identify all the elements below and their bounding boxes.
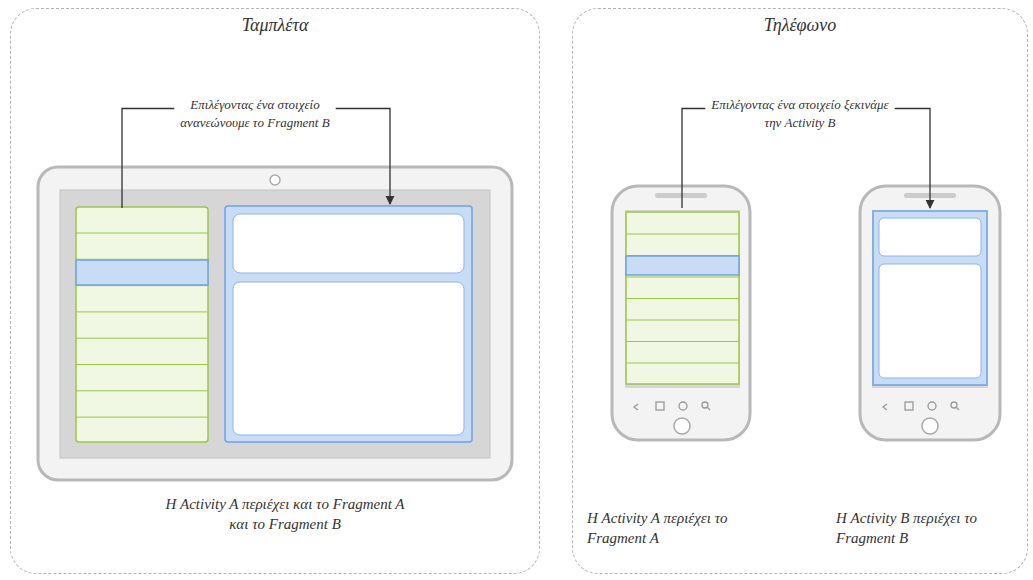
leader-line [682, 109, 705, 209]
leader-line [122, 109, 174, 209]
device-panel: Ταμπλέτα [10, 8, 540, 574]
phone-a [612, 186, 750, 440]
callout-note: Επιλέγοντας ένα στοιχείο ξεκινάμε την Ac… [705, 96, 895, 131]
callout-note: Επιλέγοντας ένα στοιχείο ανανεώνουμε το … [155, 96, 355, 131]
panel-title: Ταμπλέτα [11, 15, 539, 36]
device-panel: Τηλέφωνο [572, 8, 1028, 574]
tablet [38, 167, 512, 480]
fragment-a-list [76, 207, 208, 442]
caption: Η Activity B περιέχει το Fragment B [836, 508, 978, 549]
fragment-b-pane [225, 206, 472, 442]
caption: Η Activity A περιέχει το Fragment A [587, 508, 729, 549]
caption: Η Activity A περιέχει και το Fragment A … [155, 494, 415, 535]
panel-title: Τηλέφωνο [573, 15, 1027, 36]
leader-arrow [336, 109, 390, 205]
phone-b [860, 186, 1000, 440]
leader-arrow [895, 109, 930, 209]
